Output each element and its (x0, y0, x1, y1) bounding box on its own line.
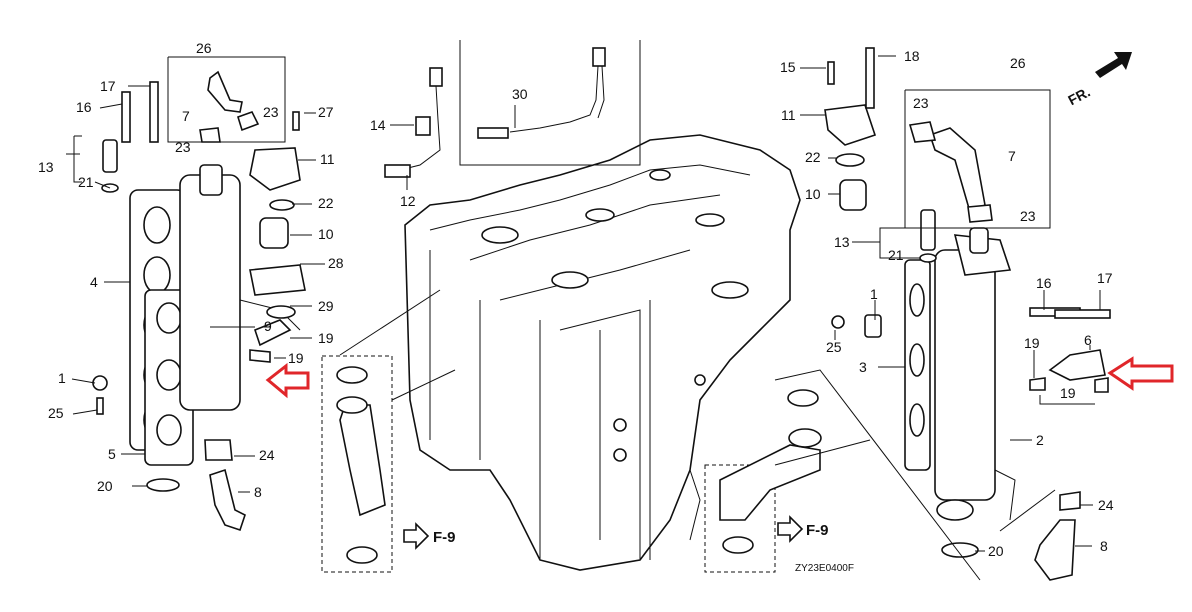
right-clamp-23a (908, 121, 937, 143)
callout-23-left-b: 23 (175, 139, 191, 155)
left-clamp-23a (237, 111, 260, 132)
callout-25-left: 25 (48, 405, 64, 421)
callout-20-left: 20 (97, 478, 113, 494)
callout-26-right: 26 (1010, 55, 1026, 71)
part-30-sensor (477, 47, 606, 139)
callout-11-left: 11 (320, 151, 335, 167)
callout-21-left: 21 (78, 174, 94, 190)
ref-label-left: F-9 (433, 529, 456, 546)
left-box-26 (167, 56, 286, 143)
left-clamp-23b (199, 127, 221, 143)
right-parts-small (824, 47, 1111, 581)
callout-9: 9 (264, 318, 272, 334)
left-cooling-jacket (179, 164, 301, 411)
right-gasket (904, 259, 931, 471)
callout-10-left: 10 (318, 226, 334, 242)
right-water-tube (719, 444, 821, 521)
callout-29: 29 (318, 298, 334, 314)
callout-13-left: 13 (38, 159, 54, 175)
left-hose-box (321, 355, 393, 573)
callout-2: 2 (1036, 432, 1044, 448)
ref-arrow-left (403, 522, 430, 550)
leader-lines (66, 55, 1101, 552)
callout-22-right: 22 (805, 149, 821, 165)
engine-block (404, 134, 801, 571)
callout-19-left-a: 19 (318, 330, 334, 346)
callout-18: 18 (904, 48, 920, 64)
callout-5: 5 (108, 446, 116, 462)
right-hose-box (704, 464, 776, 573)
callout-23-right-a: 23 (913, 95, 929, 111)
callout-15: 15 (780, 59, 796, 75)
ref-arrow-right (777, 515, 804, 543)
callout-23-left-a: 23 (263, 104, 279, 120)
right-hose-7 (928, 127, 986, 214)
callout-1-right: 1 (870, 286, 878, 302)
callout-24-left: 24 (259, 447, 275, 463)
callout-1-left: 1 (58, 370, 66, 386)
highlight-arrow-left (265, 362, 310, 399)
callout-17-left: 17 (100, 78, 116, 94)
callout-28: 28 (328, 255, 344, 271)
callout-19-left-b: 19 (288, 350, 304, 366)
sensor-box (459, 40, 641, 166)
callout-6: 6 (1084, 332, 1092, 348)
callout-16-right: 16 (1036, 275, 1052, 291)
callout-14: 14 (370, 117, 386, 133)
part-14-clip (415, 116, 431, 136)
callout-8-right: 8 (1100, 538, 1108, 554)
callout-30: 30 (512, 86, 528, 102)
callout-27: 27 (318, 104, 334, 120)
ref-label-right: F-9 (806, 522, 829, 539)
callout-12: 12 (400, 193, 416, 209)
callout-7-left: 7 (182, 108, 190, 124)
callout-23-right-b: 23 (1020, 208, 1036, 224)
callout-19-right-a: 19 (1024, 335, 1040, 351)
callout-22-left: 22 (318, 195, 334, 211)
diagram-code: ZY23E0400F (795, 563, 854, 574)
left-hose-7 (207, 70, 243, 113)
callout-3: 3 (859, 359, 867, 375)
callout-21-right: 21 (888, 247, 904, 263)
right-box-26 (904, 89, 1051, 229)
callout-8-left: 8 (254, 484, 262, 500)
callout-4: 4 (90, 274, 98, 290)
callout-24-right: 24 (1098, 497, 1114, 513)
front-arrow-icon (1095, 52, 1132, 78)
callout-20-right: 20 (988, 543, 1004, 559)
callout-labels: 26 17 16 7 23 23 27 13 21 11 22 10 28 4 … (38, 40, 1114, 574)
callout-25-right: 25 (826, 339, 842, 355)
part-12-sensor (384, 67, 443, 178)
front-label: FR. (1065, 84, 1092, 109)
callout-10-right: 10 (805, 186, 821, 202)
callout-17-right: 17 (1097, 270, 1113, 286)
callout-13-right: 13 (834, 234, 850, 250)
callout-7-right: 7 (1008, 148, 1016, 164)
callout-26-left: 26 (196, 40, 212, 56)
callout-16-left: 16 (76, 99, 92, 115)
callout-11-right: 11 (781, 107, 796, 123)
right-exhaust-manifold (934, 227, 1016, 521)
highlight-arrow-right (1107, 356, 1174, 391)
left-water-tube (339, 404, 386, 517)
callout-19-right-b: 19 (1060, 385, 1076, 401)
left-parts-small (92, 81, 306, 532)
right-clamp-23b (967, 204, 993, 223)
